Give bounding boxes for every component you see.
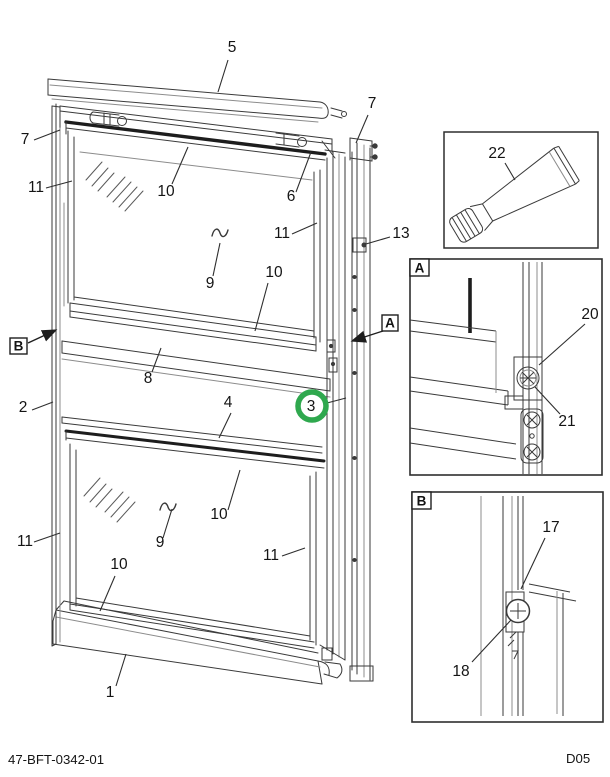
- sealant-tube-art: [449, 145, 580, 243]
- callout-11-lower-right[interactable]: 11: [263, 547, 279, 564]
- callout-1[interactable]: 1: [106, 684, 115, 701]
- upper-sash: [67, 130, 321, 352]
- callout-7-left[interactable]: 7: [21, 131, 30, 148]
- leader-11-lower-right: [281, 547, 306, 557]
- leader-11-lower-left: [33, 532, 61, 543]
- lower-sash-top-rail: [61, 416, 326, 469]
- left-frame-rails: [51, 103, 65, 647]
- callout-3[interactable]: 3: [307, 398, 316, 415]
- leader-21: [534, 386, 561, 415]
- leader-11-upper-right: [291, 222, 318, 235]
- frame-header-band: [59, 105, 336, 161]
- leader-22: [504, 162, 516, 181]
- callout-11-lower-left[interactable]: 11: [17, 533, 33, 550]
- latch-hardware: [326, 339, 338, 373]
- callout-9-lower[interactable]: 9: [156, 534, 165, 551]
- detail-pointer-b-letter: B: [14, 339, 24, 354]
- detail-pointer-a-letter: A: [385, 316, 395, 331]
- upper-glass-squiggle: [211, 228, 229, 238]
- callout-9-upper[interactable]: 9: [206, 275, 215, 292]
- detail-pointer-a-arrow: [350, 330, 384, 343]
- leader-11-upper-left: [45, 180, 73, 189]
- top-roller-bar: [47, 78, 347, 123]
- leader-9-upper: [212, 242, 221, 277]
- lower-glass-hatch: [83, 477, 136, 523]
- detail-b-art: [480, 496, 577, 716]
- leader-4: [218, 412, 232, 439]
- detail-pointer-b[interactable]: B: [9, 329, 58, 355]
- leader-13: [365, 236, 391, 245]
- callout-20[interactable]: 20: [581, 306, 599, 323]
- middle-rail: [61, 340, 331, 398]
- leader-7-right: [355, 114, 369, 144]
- callout-11-upper-right[interactable]: 11: [274, 225, 290, 242]
- lower-glass-squiggle: [159, 502, 177, 512]
- callout-10-lower-mid[interactable]: 10: [210, 506, 228, 523]
- callout-10-upper[interactable]: 10: [157, 183, 175, 200]
- page-code: D05: [566, 751, 590, 766]
- right-glazing-strip: [349, 137, 378, 682]
- detail-a-art: [409, 262, 544, 474]
- leader-10-mid-upper: [254, 282, 269, 332]
- callouts: 5 7 11 10 6 7 11 13 9 10 8 2 4 11 10 9 1…: [17, 39, 410, 701]
- callout-10-lower-left[interactable]: 10: [110, 556, 128, 573]
- detail-b-label-box: [411, 491, 432, 510]
- detail-view-a: A 20: [409, 258, 603, 476]
- inset-border: [443, 131, 599, 249]
- lower-sash: [69, 443, 317, 649]
- leader-20: [538, 323, 586, 366]
- callout-10-mid-upper[interactable]: 10: [265, 264, 283, 281]
- selected-callout-3[interactable]: 3: [295, 389, 329, 423]
- detail-b-label: B: [417, 494, 427, 509]
- callout-2[interactable]: 2: [19, 399, 28, 416]
- leader-5: [217, 59, 229, 93]
- callout-11-upper-left[interactable]: 11: [28, 179, 44, 196]
- highlight-circle: [295, 389, 329, 423]
- leader-3: [326, 397, 347, 404]
- detail-a-border: [409, 258, 603, 476]
- leader-8: [151, 347, 162, 373]
- detail-a-label-box: [409, 258, 430, 277]
- callout-5[interactable]: 5: [228, 39, 237, 56]
- leader-10-upper: [171, 146, 189, 185]
- leader-9-lower: [162, 508, 173, 539]
- callout-8[interactable]: 8: [144, 370, 153, 387]
- leader-1: [115, 653, 127, 687]
- bottom-bar: [52, 600, 343, 685]
- detail-view-b: B 17 18: [411, 491, 604, 723]
- callout-13[interactable]: 13: [392, 225, 409, 242]
- leader-lines: [31, 59, 391, 687]
- main-assembly-drawing: [47, 78, 378, 685]
- callout-18[interactable]: 18: [452, 663, 469, 680]
- detail-pointer-a[interactable]: A: [350, 314, 399, 343]
- callout-22[interactable]: 22: [488, 145, 505, 162]
- detail-pointer-b-arrow: [27, 329, 58, 344]
- callout-6[interactable]: 6: [287, 188, 296, 205]
- callout-7-right[interactable]: 7: [368, 95, 377, 112]
- leader-6: [295, 151, 312, 193]
- leader-2: [31, 401, 54, 411]
- leader-17: [520, 537, 546, 590]
- detail-a-label: A: [415, 261, 425, 276]
- callout-17[interactable]: 17: [542, 519, 559, 536]
- callout-4[interactable]: 4: [224, 394, 233, 411]
- sealant-tube-inset: 22: [443, 131, 599, 249]
- upper-glass-hatch: [85, 161, 144, 212]
- callout-21[interactable]: 21: [558, 413, 575, 430]
- leader-10-lower-left: [99, 575, 116, 612]
- leader-7-left: [33, 129, 61, 141]
- leader-18: [471, 619, 512, 663]
- part-number: 47-BFT-0342-01: [8, 752, 104, 767]
- leader-10-lower-mid: [227, 469, 241, 511]
